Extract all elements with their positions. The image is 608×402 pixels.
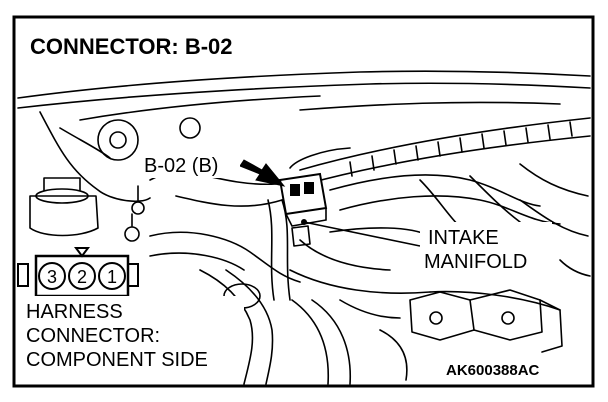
b02-callout: B-02 (B) [144, 155, 218, 177]
pin-3-label: 3 [47, 267, 57, 287]
pin-2-cell [68, 262, 96, 290]
pin-1-cell [98, 262, 126, 290]
intake-manifold-label-2: MANIFOLD [424, 251, 527, 273]
harness-label-1: HARNESS [26, 301, 123, 323]
b02-arrow [239, 159, 286, 187]
intake-manifold-leader [301, 219, 421, 247]
pin-1-label: 1 [107, 267, 117, 287]
engine-bay-illustration [17, 70, 591, 385]
pin-2-label: 2 [77, 267, 87, 287]
harness-label-3: COMPONENT SIDE [26, 349, 208, 371]
harness-connector-symbol: 3 2 1 [17, 247, 139, 298]
harness-label-2: CONNECTOR: [26, 325, 160, 347]
pin-3-cell [38, 262, 66, 290]
figure-code: AK600388AC [446, 362, 540, 379]
diagram-title: CONNECTOR: B-02 [30, 34, 233, 59]
intake-manifold-label-1: INTAKE [428, 227, 499, 249]
